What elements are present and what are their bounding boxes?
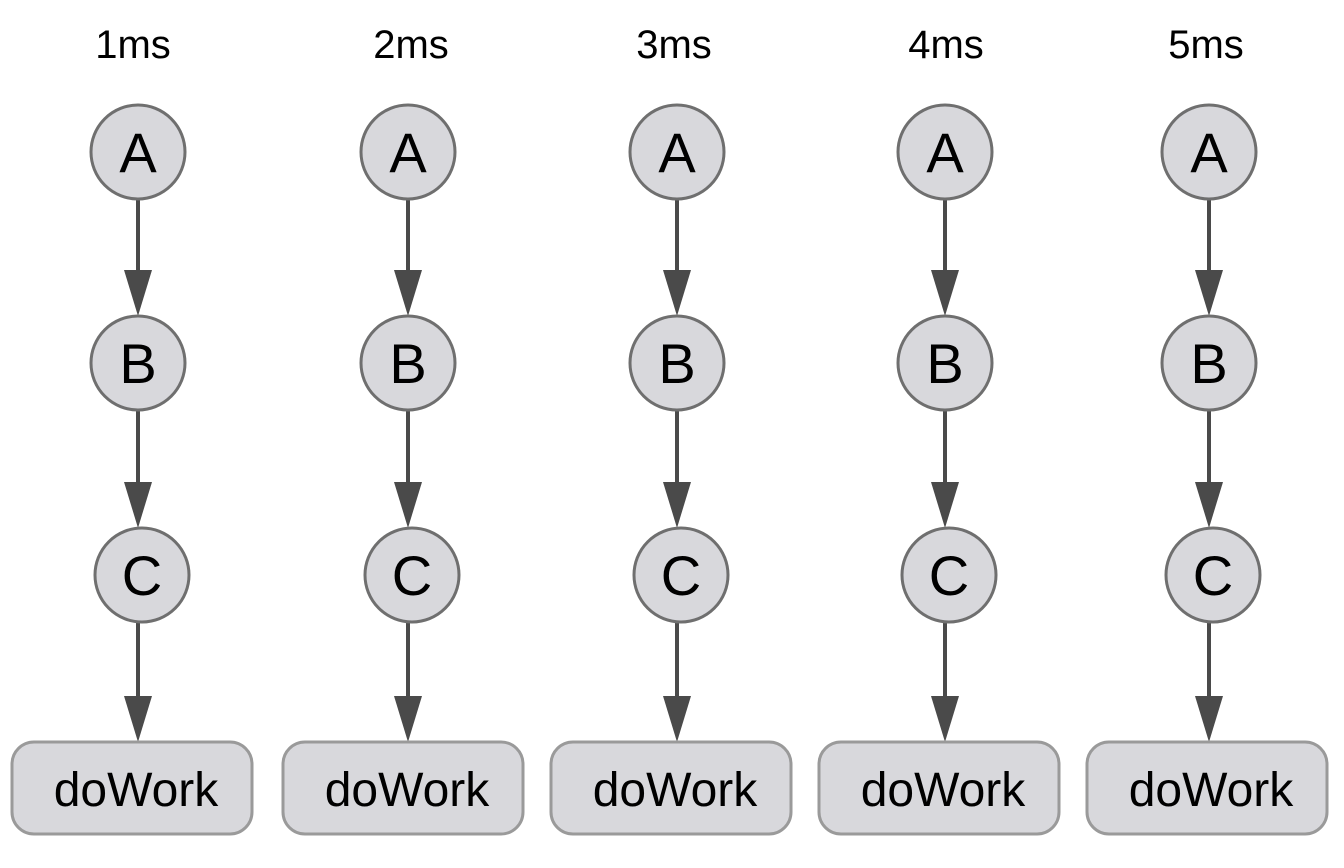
node-a: A — [89, 103, 187, 201]
node-label: A — [658, 121, 696, 184]
node-c: C — [363, 526, 461, 624]
column-time-label: 5ms — [1168, 23, 1244, 67]
dowork-label: doWork — [1129, 764, 1295, 817]
dowork-box: doWork — [549, 740, 793, 836]
edge-b-to-c — [931, 410, 959, 528]
column-time-label: 3ms — [636, 23, 712, 67]
node-label: A — [389, 121, 427, 184]
edge-a-to-b — [124, 199, 152, 316]
edge-c-to-dowork — [394, 622, 422, 742]
edge-b-to-c — [663, 410, 691, 528]
edge-c-to-dowork — [931, 622, 959, 742]
dowork-box: doWork — [1085, 740, 1329, 836]
node-b: B — [1160, 314, 1258, 412]
column-time-label: 1ms — [95, 23, 171, 67]
dowork-label: doWork — [861, 764, 1027, 817]
dowork-label: doWork — [593, 764, 759, 817]
node-label: C — [122, 544, 162, 607]
dowork-label: doWork — [54, 764, 220, 817]
node-label: B — [926, 332, 963, 395]
node-label: B — [389, 332, 426, 395]
node-label: B — [658, 332, 695, 395]
node-label: B — [119, 332, 156, 395]
edge-c-to-dowork — [124, 622, 152, 742]
column-time-label: 4ms — [908, 23, 984, 67]
node-b: B — [359, 314, 457, 412]
node-a: A — [359, 103, 457, 201]
node-label: B — [1190, 332, 1227, 395]
node-label: A — [119, 121, 157, 184]
edge-c-to-dowork — [663, 622, 691, 742]
node-label: C — [392, 544, 432, 607]
edge-b-to-c — [394, 410, 422, 528]
node-a: A — [1160, 103, 1258, 201]
edge-b-to-c — [124, 410, 152, 528]
node-b: B — [89, 314, 187, 412]
node-c: C — [900, 526, 998, 624]
node-a: A — [628, 103, 726, 201]
dowork-label: doWork — [325, 764, 491, 817]
node-label: C — [929, 544, 969, 607]
edge-a-to-b — [663, 199, 691, 316]
node-a: A — [896, 103, 994, 201]
dowork-box: doWork — [10, 740, 254, 836]
edge-a-to-b — [931, 199, 959, 316]
dowork-box: doWork — [817, 740, 1061, 836]
node-c: C — [93, 526, 191, 624]
column-time-label: 2ms — [373, 23, 449, 67]
node-label: C — [1193, 544, 1233, 607]
edge-c-to-dowork — [1195, 622, 1223, 742]
node-label: A — [1190, 121, 1228, 184]
dowork-box: doWork — [281, 740, 525, 836]
node-label: A — [926, 121, 964, 184]
edge-b-to-c — [1195, 410, 1223, 528]
edge-a-to-b — [1195, 199, 1223, 316]
node-b: B — [628, 314, 726, 412]
edge-a-to-b — [394, 199, 422, 316]
node-b: B — [896, 314, 994, 412]
node-c: C — [1164, 526, 1262, 624]
node-c: C — [632, 526, 730, 624]
node-label: C — [661, 544, 701, 607]
